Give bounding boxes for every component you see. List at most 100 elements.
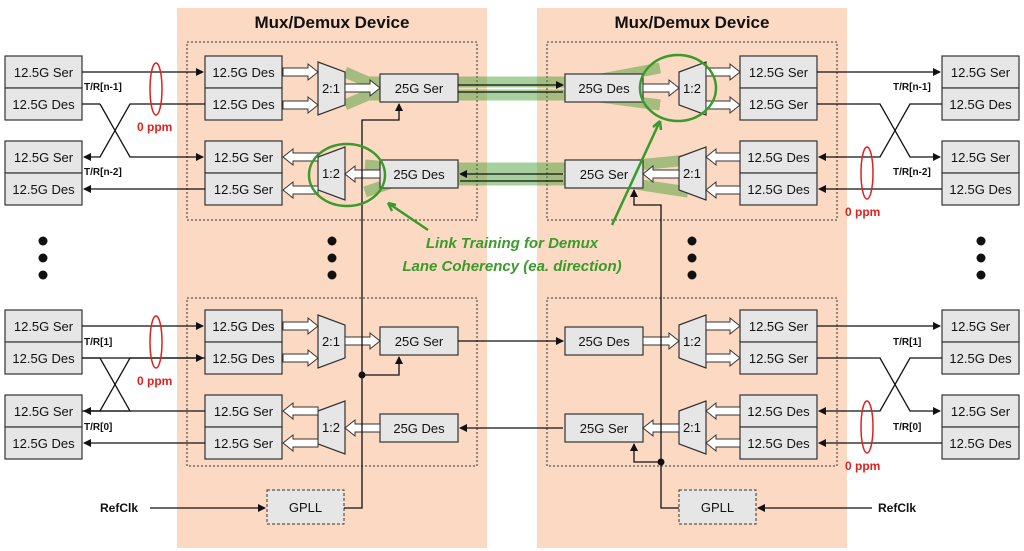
svg-text:12.5G Ser: 12.5G Ser: [749, 97, 809, 112]
ppm-label-left-bottom: 0 ppm: [137, 374, 172, 388]
svg-text:12.5G Des: 12.5G Des: [12, 436, 75, 451]
ext-right-des-0: [941, 426, 1020, 460]
svg-text:GPLL: GPLL: [701, 500, 734, 515]
signal-wires: [82, 68, 942, 512]
svg-text:1:2: 1:2: [322, 420, 340, 435]
lane-label-left-n2: T/R[n-2]: [84, 167, 122, 178]
svg-text:25G Ser: 25G Ser: [580, 167, 629, 182]
refclk-left-label: RefClk: [100, 501, 138, 515]
device-right-title: Mux/Demux Device: [615, 13, 770, 32]
ppm-label-right-top: 0 ppm: [845, 205, 880, 219]
lane-label-right-1: T/R[1]: [893, 337, 921, 348]
svg-text:25G Des: 25G Des: [578, 81, 630, 96]
left-top-group: [186, 41, 478, 221]
svg-text:2:1: 2:1: [322, 334, 340, 349]
internal-bus-arrows: [282, 62, 741, 453]
svg-text:12.5G Des: 12.5G Des: [949, 436, 1012, 451]
refclk-right-label: RefClk: [878, 501, 916, 515]
svg-text:2:1: 2:1: [683, 166, 701, 181]
left-demux-top: [317, 146, 346, 201]
ellipsis-dots: [38, 236, 986, 280]
svg-text:12.5G Ser: 12.5G Ser: [14, 65, 74, 80]
ext-right-des-1: [941, 341, 1020, 375]
lane-label-left-n1: T/R[n-1]: [84, 82, 122, 93]
svg-text:GPLL: GPLL: [289, 500, 322, 515]
left-bottom-group: [186, 297, 478, 467]
svg-text:12.5G Ser: 12.5G Ser: [749, 319, 809, 334]
lane-label-left-1: T/R[1]: [84, 337, 112, 348]
svg-text:12.5G Ser: 12.5G Ser: [749, 65, 809, 80]
ppm-label-right-bottom: 0 ppm: [845, 459, 880, 473]
svg-text:25G Ser: 25G Ser: [395, 81, 444, 96]
left-demux-bottom: [317, 400, 346, 455]
ext-left-ser-n2: [4, 140, 83, 174]
lane-label-right-n2: T/R[n-2]: [893, 167, 931, 178]
left-mux-bottom: [317, 314, 346, 369]
right-gpll: [678, 489, 757, 525]
svg-text:12.5G Ser: 12.5G Ser: [214, 404, 274, 419]
svg-text:12.5G Des: 12.5G Des: [949, 97, 1012, 112]
svg-text:12.5G Ser: 12.5G Ser: [214, 150, 274, 165]
right-device-blocks: 25G Des 1:2 12.5G Ser 12.5G Ser 25G Ser …: [564, 55, 818, 525]
right-top-group: [546, 41, 838, 221]
ext-right-ser-n2: [941, 140, 1020, 174]
svg-text:12.5G Ser: 12.5G Ser: [14, 319, 74, 334]
svg-text:12.5G Des: 12.5G Des: [747, 150, 810, 165]
svg-text:12.5G Des: 12.5G Des: [747, 436, 810, 451]
ext-right-des-n2: [941, 172, 1020, 206]
svg-text:12.5G Des: 12.5G Des: [12, 182, 75, 197]
ext-right-des-n1: [941, 87, 1020, 121]
ext-right-ser-n1: [941, 55, 1020, 89]
left-device-blocks: 12.5G Des 12.5G Des 2:1 25G Ser 12.5G Se…: [204, 55, 459, 525]
svg-text:12.5G Des: 12.5G Des: [12, 351, 75, 366]
svg-text:12.5G Ser: 12.5G Ser: [951, 150, 1011, 165]
ext-left-des-0: [4, 426, 83, 460]
svg-text:12.5G Des: 12.5G Des: [949, 351, 1012, 366]
right-mux-top: [678, 146, 707, 201]
svg-text:25G Des: 25G Des: [578, 334, 630, 349]
ext-right-ser-0: [941, 394, 1020, 428]
ext-left-des-n2: [4, 172, 83, 206]
ext-right-ser-1: [941, 309, 1020, 343]
svg-text:1:2: 1:2: [683, 81, 701, 96]
svg-text:12.5G Des: 12.5G Des: [747, 404, 810, 419]
svg-text:12.5G Des: 12.5G Des: [212, 97, 275, 112]
lane-label-right-n1: T/R[n-1]: [893, 82, 931, 93]
right-demux-bottom: [678, 314, 707, 369]
device-left-title: Mux/Demux Device: [255, 13, 410, 32]
svg-text:2:1: 2:1: [683, 420, 701, 435]
svg-text:12.5G Des: 12.5G Des: [12, 97, 75, 112]
lane-label-right-0: T/R[0]: [893, 422, 921, 433]
svg-text:1:2: 1:2: [322, 166, 340, 181]
svg-text:12.5G Des: 12.5G Des: [747, 182, 810, 197]
svg-text:12.5G Ser: 12.5G Ser: [951, 319, 1011, 334]
svg-text:12.5G Ser: 12.5G Ser: [951, 404, 1011, 419]
link-training-callout: [307, 53, 718, 232]
svg-text:2:1: 2:1: [322, 81, 340, 96]
ppm-markers: [149, 62, 874, 454]
svg-text:1:2: 1:2: [683, 334, 701, 349]
svg-text:12.5G Des: 12.5G Des: [212, 65, 275, 80]
svg-text:25G Des: 25G Des: [393, 167, 445, 182]
svg-text:12.5G Ser: 12.5G Ser: [14, 404, 74, 419]
right-demux-top: [678, 61, 707, 116]
annotation-line1: Link Training for Demux: [426, 235, 599, 252]
ppm-label-left-top: 0 ppm: [137, 120, 172, 134]
left-mux-top: [317, 61, 346, 116]
svg-text:12.5G Ser: 12.5G Ser: [214, 436, 274, 451]
svg-text:12.5G Des: 12.5G Des: [212, 319, 275, 334]
svg-text:12.5G Des: 12.5G Des: [212, 351, 275, 366]
svg-text:25G Des: 25G Des: [393, 421, 445, 436]
svg-text:12.5G Ser: 12.5G Ser: [214, 182, 274, 197]
svg-text:12.5G Ser: 12.5G Ser: [951, 65, 1011, 80]
left-gpll: [266, 489, 345, 525]
svg-text:12.5G Des: 12.5G Des: [949, 182, 1012, 197]
right-mux-bottom: [678, 400, 707, 455]
annotation-line2: Lane Coherency (ea. direction): [402, 258, 621, 275]
right-bottom-group: [546, 297, 838, 467]
svg-text:25G Ser: 25G Ser: [395, 334, 444, 349]
lane-label-left-0: T/R[0]: [84, 422, 112, 433]
svg-text:12.5G Ser: 12.5G Ser: [14, 150, 74, 165]
right-external-pairs: 12.5G Ser 12.5G Des 12.5G Ser 12.5G Des …: [941, 55, 1020, 460]
